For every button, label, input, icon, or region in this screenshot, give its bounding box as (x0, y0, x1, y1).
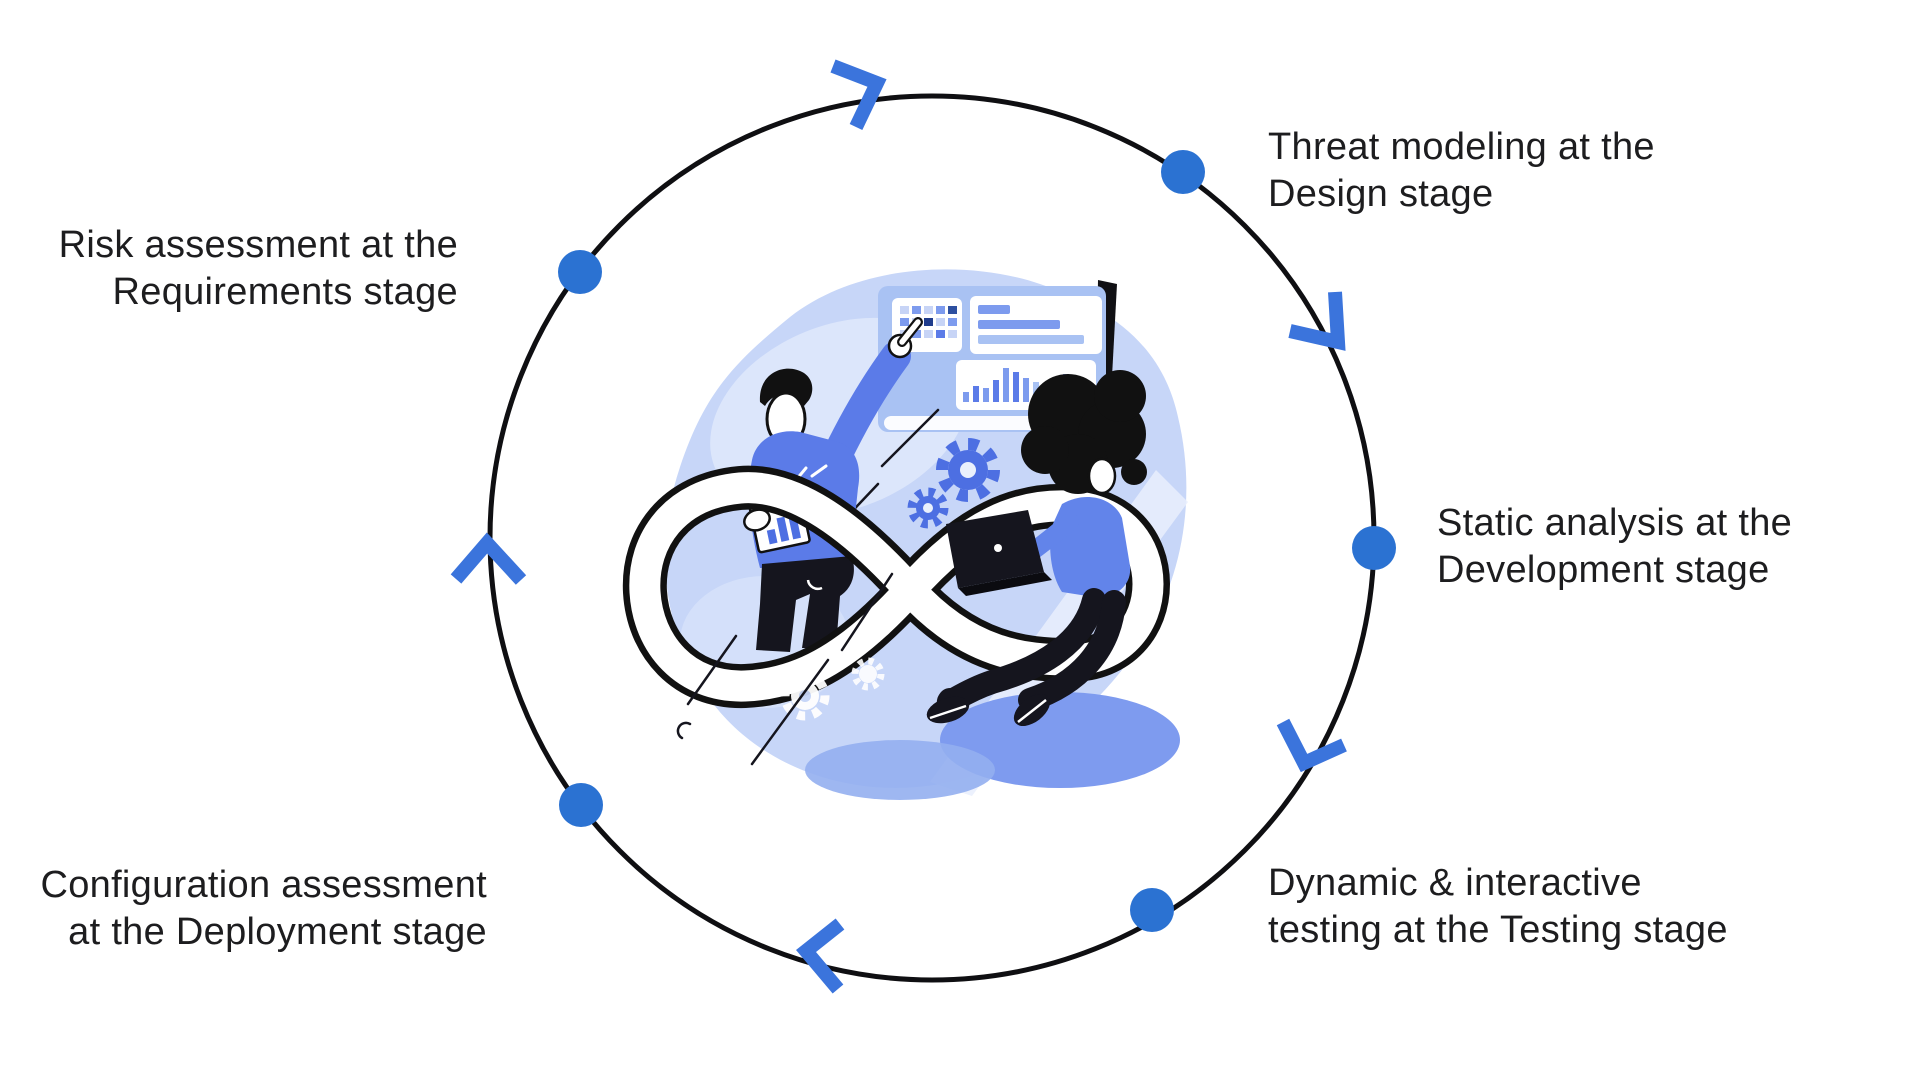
stage-label-line: testing at the Testing stage (1268, 909, 1728, 951)
flow-arrow-left-icon (450, 532, 527, 585)
gear-small-icon (907, 487, 949, 529)
node-dot-requirements (558, 250, 602, 294)
stage-label-line: Design stage (1268, 173, 1494, 215)
stage-label-deployment: Configuration assessment at the Deployme… (0, 862, 487, 956)
stage-label-line: Requirements stage (112, 271, 458, 313)
devops-illustration (622, 269, 1188, 800)
stage-label-design: Threat modeling at the Design stage (1268, 124, 1655, 218)
stage-label-requirements: Risk assessment at the Requirements stag… (0, 222, 458, 316)
stage-label-line: Dynamic & interactive (1268, 862, 1642, 904)
flow-arrow-lower-right-icon (1276, 718, 1347, 773)
pointing-hand-icon (887, 317, 923, 359)
stage-label-testing: Dynamic & interactive testing at the Tes… (1268, 860, 1728, 954)
flow-arrow-upper-right-icon (1288, 291, 1346, 351)
stage-label-line: Risk assessment at the (58, 224, 458, 266)
speed-lines-lower (676, 572, 894, 766)
laptop-icon (946, 510, 1052, 596)
gear-light-small-icon (851, 657, 885, 691)
node-dot-testing (1130, 888, 1174, 932)
shoe-icon (926, 693, 1051, 727)
stage-label-development: Static analysis at the Development stage (1437, 500, 1792, 594)
stage-label-line: Static analysis at the (1437, 502, 1793, 544)
stage-label-line: Threat modeling at the (1268, 126, 1655, 168)
node-dot-development (1352, 526, 1396, 570)
gear-large-icon (936, 438, 1000, 502)
text-lines-icon (978, 305, 1084, 344)
node-dot-deployment (559, 783, 603, 827)
woman-figure (926, 370, 1147, 727)
stage-label-line: at the Deployment stage (68, 911, 487, 953)
flow-arrow-top-icon (830, 59, 887, 131)
node-dot-design (1161, 150, 1205, 194)
stage-label-line: Development stage (1437, 549, 1770, 591)
flow-arrow-bottom-icon (796, 918, 845, 994)
stage-label-line: Configuration assessment (40, 864, 487, 906)
